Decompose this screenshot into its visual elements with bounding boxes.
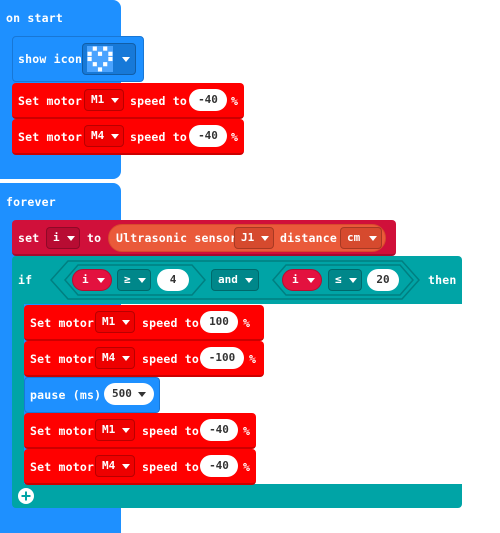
speed-value-input[interactable]: -40	[189, 125, 227, 147]
right-value-input[interactable]: 20	[367, 269, 399, 291]
speed-to-label: speed to	[142, 316, 199, 330]
chevron-down-icon	[138, 278, 146, 283]
set-motor-label: Set motor	[18, 94, 83, 108]
speed-value-input[interactable]: 100	[200, 311, 238, 333]
percent-label: %	[231, 94, 239, 108]
motor-select-dropdown[interactable]: M4	[84, 125, 124, 147]
chevron-down-icon	[111, 134, 119, 139]
percent-label: %	[231, 130, 239, 144]
motor-select-dropdown[interactable]: M1	[95, 311, 135, 333]
unit-dropdown[interactable]: cm	[340, 227, 382, 249]
chevron-down-icon	[307, 278, 315, 283]
percent-label: %	[243, 460, 251, 474]
if-block-arm	[12, 304, 24, 484]
set-motor-label: Set motor	[30, 424, 95, 438]
plus-icon	[21, 491, 31, 501]
if-label: if	[18, 273, 33, 287]
set-motor-label: Set motor	[30, 352, 95, 366]
left-value-input[interactable]: 4	[157, 269, 189, 291]
motor-select-dropdown[interactable]: M1	[84, 89, 124, 111]
ultrasonic-sensor-label: Ultrasonic sensor	[116, 231, 238, 245]
motor-select-dropdown[interactable]: M1	[95, 419, 135, 441]
speed-to-label: speed to	[142, 352, 199, 366]
then-label: then	[428, 273, 457, 287]
left-operator-dropdown[interactable]: ≥	[117, 269, 151, 291]
chevron-down-icon	[122, 464, 130, 469]
pause-label: pause (ms)	[30, 388, 102, 402]
chevron-down-icon	[122, 320, 130, 325]
set-label: set	[18, 231, 40, 245]
speed-value-input[interactable]: -40	[200, 455, 238, 477]
speed-value-input[interactable]: -100	[200, 347, 244, 369]
on-start-label: on start	[6, 11, 63, 25]
percent-label: %	[249, 352, 257, 366]
chevron-down-icon	[97, 278, 105, 283]
speed-value-input[interactable]: -40	[200, 419, 238, 441]
speed-to-label: speed to	[130, 94, 187, 108]
set-motor-label: Set motor	[30, 316, 95, 330]
right-variable-reporter[interactable]: i	[282, 269, 322, 291]
speed-to-label: speed to	[130, 130, 187, 144]
add-else-button[interactable]	[18, 488, 34, 504]
chevron-down-icon	[111, 98, 119, 103]
if-block-footer[interactable]	[12, 484, 462, 508]
set-motor-label: Set motor	[30, 460, 95, 474]
chevron-down-icon	[122, 428, 130, 433]
chevron-down-icon	[67, 236, 75, 241]
logic-operator-dropdown[interactable]: and	[211, 269, 259, 291]
to-label: to	[87, 231, 102, 245]
chevron-down-icon	[261, 236, 269, 241]
variable-dropdown[interactable]: i	[46, 227, 80, 249]
chevron-down-icon	[138, 392, 146, 397]
motor-select-dropdown[interactable]: M4	[95, 347, 135, 369]
percent-label: %	[243, 316, 251, 330]
chevron-down-icon	[369, 236, 377, 241]
forever-label: forever	[6, 195, 56, 209]
heart-pattern-icon	[87, 46, 113, 72]
speed-value-input[interactable]: -40	[189, 89, 227, 111]
motor-select-dropdown[interactable]: M4	[95, 455, 135, 477]
right-operator-dropdown[interactable]: ≤	[328, 269, 362, 291]
set-motor-label: Set motor	[18, 130, 83, 144]
speed-to-label: speed to	[142, 424, 199, 438]
chevron-down-icon	[122, 356, 130, 361]
pause-duration-dropdown[interactable]: 500	[104, 383, 154, 405]
chevron-down-icon	[349, 278, 357, 283]
port-dropdown[interactable]: J1	[234, 227, 274, 249]
speed-to-label: speed to	[142, 460, 199, 474]
icon-picker-dropdown[interactable]	[82, 43, 136, 75]
distance-label: distance	[280, 231, 337, 245]
chevron-down-icon	[122, 57, 130, 62]
show-icon-label: show icon	[18, 52, 83, 66]
left-variable-reporter[interactable]: i	[72, 269, 112, 291]
chevron-down-icon	[245, 278, 253, 283]
percent-label: %	[243, 424, 251, 438]
